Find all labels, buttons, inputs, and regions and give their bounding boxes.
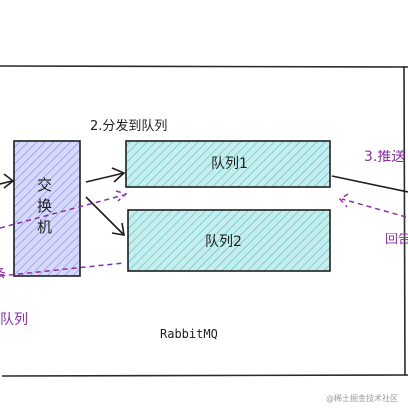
incoming-arrow — [0, 173, 15, 189]
arrow-to-queue1 — [85, 167, 126, 183]
broker-frame — [0, 65, 408, 377]
broker-label: RabbitMQ — [160, 327, 218, 341]
watermark: @稀土掘金技术社区 — [326, 394, 398, 403]
exchange-label-char-3: 机 — [37, 218, 53, 236]
return-dashed-line-2 — [0, 262, 125, 277]
return-dashed-line-1 — [0, 190, 128, 229]
arrow-to-queue2 — [85, 196, 125, 236]
callback-label: 回告 — [385, 233, 408, 246]
queue1-box — [125, 140, 331, 188]
exchange-label-char-2: 换 — [37, 197, 53, 215]
left-queue-label: 队列 — [0, 312, 28, 328]
queue2-label: 队列2 — [205, 234, 242, 250]
callback-arrow — [338, 193, 407, 218]
exchange-box — [13, 140, 81, 277]
exchange-label-char-1: 交 — [37, 176, 53, 194]
push-arrow — [331, 175, 408, 193]
queue2-box — [127, 209, 331, 272]
step3-label: 3.推送 — [364, 150, 406, 164]
step2-label: 2.分发到队列 — [90, 119, 168, 134]
left-partial-char: 条 — [0, 268, 6, 281]
queue1-label: 队列1 — [211, 156, 248, 172]
